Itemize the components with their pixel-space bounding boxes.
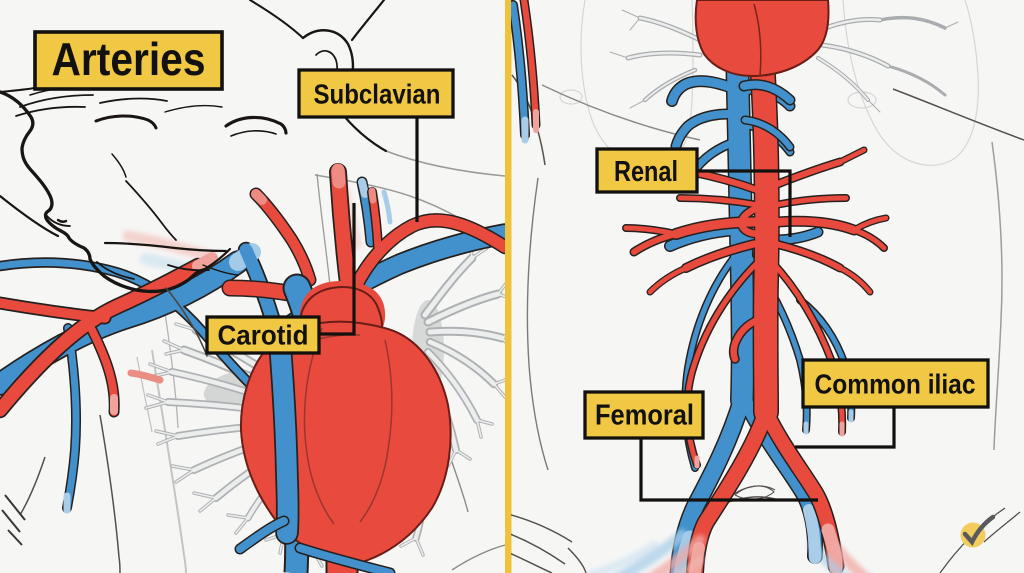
svg-text:Carotid: Carotid — [218, 320, 309, 351]
svg-text:Common iliac: Common iliac — [815, 369, 976, 400]
svg-text:Femoral: Femoral — [595, 400, 694, 432]
svg-text:Subclavian: Subclavian — [314, 79, 441, 110]
svg-text:Arteries: Arteries — [52, 33, 206, 85]
svg-text:Renal: Renal — [614, 156, 678, 188]
